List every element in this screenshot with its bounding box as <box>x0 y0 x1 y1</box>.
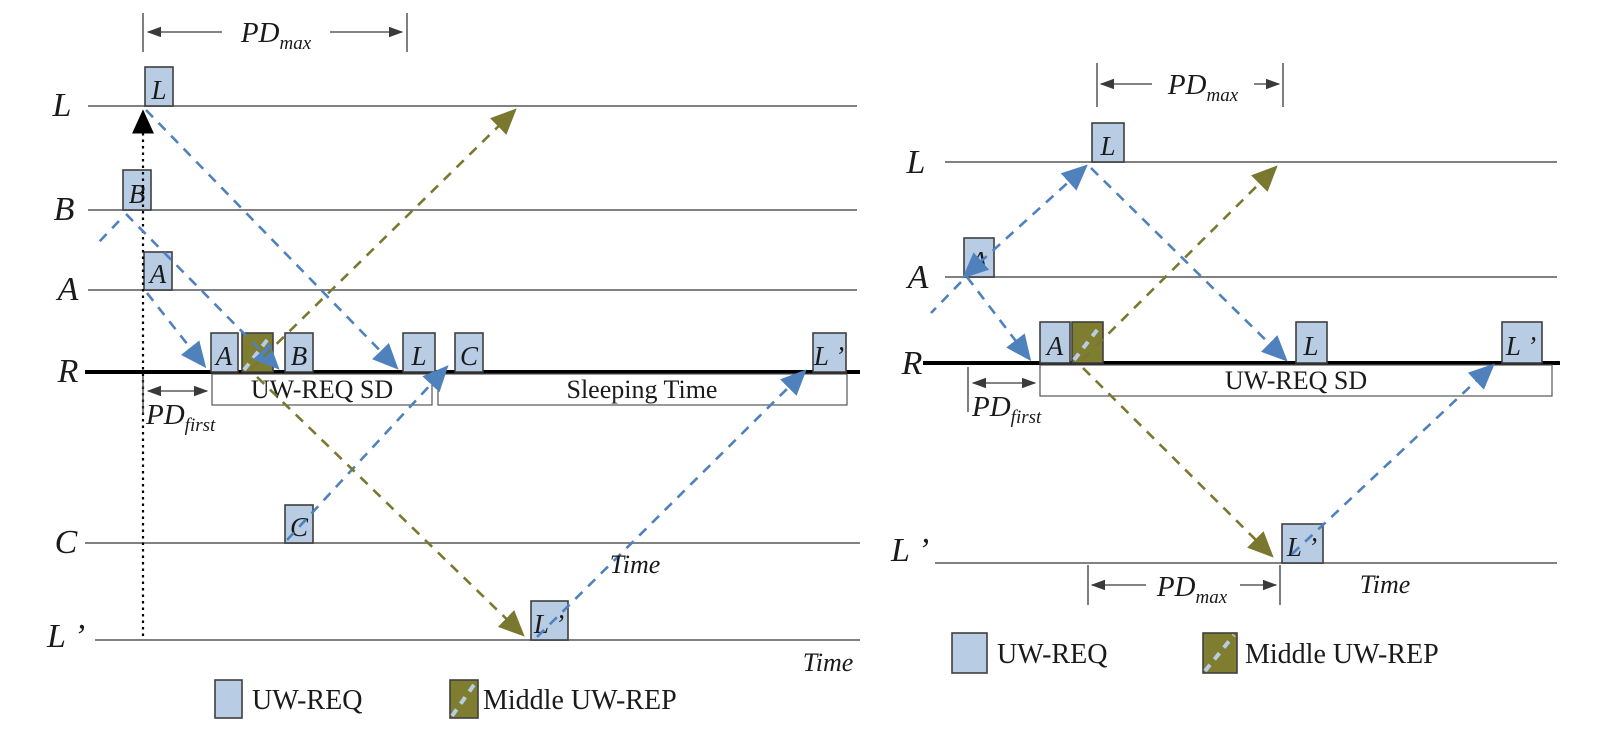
uwreq-box-L-send-right <box>1091 122 1125 163</box>
dimension-pdmax-right-bottom: PDmax <box>1087 565 1281 608</box>
uwreq-box-C-arrive-label: C <box>460 341 479 371</box>
arrow-B-stub <box>98 220 120 243</box>
arrow-C-to-R <box>286 365 449 541</box>
uwreq-box-L-arrive-right-label: L <box>1302 331 1318 361</box>
uwreq-box-A-send-label: A <box>148 259 167 289</box>
arrow-A-L-bidirectional <box>962 164 1088 279</box>
dimension-pdfirst-left: PDfirst <box>142 376 216 436</box>
uwreq-box-Lprime-arrive <box>812 332 847 373</box>
arrow-A-to-R <box>145 292 207 369</box>
uwreq-box-Lprime-arrive-right <box>1501 321 1543 364</box>
legend-uwreq-label-right: UW-REQ <box>997 639 1107 670</box>
axis-label-R-right: R <box>901 345 923 382</box>
pdfirst-label: PDfirst <box>145 399 216 436</box>
dimension-pdmax-right-top: PDmax <box>1096 63 1284 107</box>
uwreq-box-L-send-label: L <box>150 75 166 105</box>
uwreq-box-Lprime-send-right <box>1281 523 1324 564</box>
arrow-rep-to-Lprime <box>256 376 525 637</box>
uwreq-box-L-send <box>144 66 174 107</box>
arrow-A-stub-right <box>930 281 962 314</box>
arrow-L-to-R <box>145 109 399 370</box>
pdmax-top-label: PDmax <box>1167 69 1239 106</box>
uwreq-box-Lprime-arrive-label: L ’ <box>813 341 844 371</box>
legend-uwreq-label: UW-REQ <box>252 685 362 716</box>
legend-uwreq-swatch-right <box>951 632 988 674</box>
uwreq-box-B-send <box>122 169 152 211</box>
pdfirst-right-label: PDfirst <box>971 391 1042 428</box>
dimension-pdfirst-right: PDfirst <box>967 367 1042 428</box>
axis-label-R: R <box>57 353 79 390</box>
axis-label-B: B <box>54 191 75 228</box>
legend-rep-label-right: Middle UW-REP <box>1245 639 1439 670</box>
time-label-lprime-line: Time <box>803 648 854 677</box>
axis-label-L-prime-right: L ’ <box>890 532 929 569</box>
arrow-A-to-R-right <box>965 276 1032 362</box>
pdmax-label: PDmax <box>240 17 312 54</box>
arrow-L-to-R-right <box>1090 167 1288 362</box>
time-label-c-line: Time <box>610 550 661 579</box>
uwreq-box-Lprime-send <box>530 600 569 641</box>
uwreq-box-L-arrive-right <box>1295 321 1328 364</box>
time-label-right: Time <box>1360 570 1411 599</box>
uw-req-sd-label: UW-REQ SD <box>251 375 393 404</box>
uw-req-sd-box <box>211 373 433 406</box>
axis-label-L-right: L <box>906 144 926 181</box>
uwreq-box-B-arrive <box>284 332 314 373</box>
uwreq-box-B-send-label: B <box>129 179 146 209</box>
arrow-Lprime-to-R <box>536 369 807 638</box>
uwreq-box-B-arrive-label: B <box>291 341 308 371</box>
uwreq-box-A-arrive-right-label: A <box>1045 331 1064 361</box>
axis-label-C: C <box>55 524 78 561</box>
axis-label-L: L <box>52 87 72 124</box>
uw-req-sd-label-right: UW-REQ SD <box>1225 366 1367 395</box>
uwreq-box-C-arrive <box>454 332 484 373</box>
arrow-rep-to-L-right <box>1082 165 1278 360</box>
arrow-rep-to-Lprime-right <box>1082 367 1274 558</box>
uwreq-box-Lprime-send-label: L ’ <box>533 609 564 639</box>
uwreq-box-A-arrive-label: A <box>214 341 233 371</box>
uwreq-box-A-arrive <box>210 332 239 373</box>
uwreq-box-L-arrive-label: L <box>410 341 426 371</box>
uwreq-box-Lprime-arrive-right-label: L ’ <box>1505 331 1536 361</box>
pdmax-bottom-label: PDmax <box>1156 571 1228 608</box>
arrow-rep-to-L <box>250 108 517 370</box>
dimension-pdmax-left: PDmax <box>142 13 408 54</box>
axis-label-L-prime: L ’ <box>46 618 85 655</box>
legend-rep-hatch-right <box>1203 633 1236 673</box>
axis-label-A: A <box>56 271 79 308</box>
uwreq-box-A-send <box>143 251 173 291</box>
legend-right: UW-REQ Middle UW-REP <box>951 632 1439 674</box>
uwreq-box-A-arrive-right <box>1039 321 1071 364</box>
legend-uwreq-swatch <box>214 679 243 719</box>
legend-rep-hatch <box>450 680 478 718</box>
uwreq-box-L-send-right-label: L <box>1099 131 1115 161</box>
arrow-Lprime-to-R-right <box>1291 363 1495 555</box>
axis-label-A-right: A <box>906 259 929 296</box>
legend-left: UW-REQ Middle UW-REP <box>214 679 677 719</box>
sleeping-time-label: Sleeping Time <box>567 375 718 404</box>
middle-uw-rep-hatch-right <box>1072 323 1103 362</box>
left-panel: L B A R C L ’ UW-REQ SD Sleeping Time L … <box>46 13 860 719</box>
right-panel: L A R L ’ UW-REQ SD A L L ’ A L L ’ <box>890 63 1560 674</box>
legend-rep-label: Middle UW-REP <box>483 685 677 716</box>
